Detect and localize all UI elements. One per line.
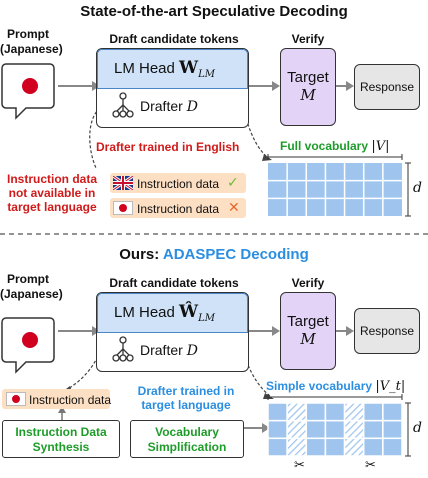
simplification-box: Vocabulary Simplification	[130, 420, 244, 458]
bottom-draft-header: Draft candidate tokens	[109, 276, 239, 290]
top-prompt-label: Prompt (Japanese)	[0, 27, 63, 56]
bottom-drafter-note: Drafter trained in target language	[137, 384, 235, 412]
bottom-drafter-label: Drafter D	[140, 342, 198, 359]
top-not-available-note: Instruction data not available in target…	[6, 172, 97, 214]
pruned-vocab-cell	[286, 437, 308, 457]
bottom-prompt-label: Prompt (Japanese)	[0, 272, 63, 301]
cross-icon: ✕	[228, 199, 240, 215]
bottom-title: Ours: ADASPEC Decoding	[119, 246, 309, 263]
vocab-cell	[324, 402, 346, 422]
jp-flag-icon	[113, 201, 133, 215]
vocab-cell	[382, 419, 403, 440]
bottom-instr-label: Instruction data	[29, 393, 112, 407]
vocab-cell	[267, 437, 288, 457]
top-lm-head-label: LM Head WLM	[114, 58, 216, 80]
scissor-icon: ✂	[294, 457, 305, 472]
vocab-cell	[362, 419, 384, 440]
drafter-network-icon	[112, 92, 134, 120]
pruned-vocab-cell	[343, 419, 365, 440]
pruned-vocab-cell	[343, 402, 365, 422]
vocab-cell	[362, 402, 384, 422]
vocab-cell	[362, 437, 384, 457]
speech-bubble-icon	[1, 63, 55, 120]
bottom-lm-head-label: LM Head ŴLM	[114, 302, 216, 324]
top-target-box: Target M	[280, 48, 336, 126]
vocab-cell	[267, 419, 288, 440]
top-instr-en-label: Instruction data	[137, 177, 220, 191]
bottom-vocab-label: Simple vocabulary |V_t|	[266, 379, 406, 394]
bottom-response-box: Response	[354, 308, 420, 354]
top-instr-en	[110, 173, 246, 193]
bottom-target-box: Target M	[280, 292, 336, 370]
vocab-cell	[305, 419, 327, 440]
vocab-cell	[382, 402, 403, 422]
top-instr-jp-label: Instruction data	[137, 202, 220, 216]
vocab-cell	[267, 402, 288, 422]
pruned-vocab-cell	[343, 437, 365, 457]
top-title: State-of-the-art Speculative Decoding	[80, 3, 348, 20]
check-icon: ✓	[227, 174, 239, 190]
vocab-cell	[324, 437, 346, 457]
top-instr-jp	[110, 198, 246, 218]
speech-bubble-icon-2	[1, 317, 55, 374]
top-d-label: d	[413, 180, 422, 196]
top-vocab-grid	[268, 163, 402, 216]
jp-flag-icon-2	[6, 392, 26, 406]
pruned-vocab-cell	[286, 402, 308, 422]
pruned-vocab-cell	[286, 419, 308, 440]
japan-flag-icon	[22, 78, 38, 94]
top-vocab-label: Full vocabulary |V|	[280, 139, 390, 154]
top-response-box: Response	[354, 64, 420, 110]
bottom-verify-header: Verify	[291, 276, 325, 290]
drafter-network-icon-2	[112, 336, 134, 364]
vocab-cell	[305, 437, 327, 457]
japan-flag-icon-2	[22, 332, 38, 348]
synthesis-box: Instruction Data Synthesis	[2, 420, 120, 458]
uk-flag-icon	[113, 176, 133, 190]
top-draft-header: Draft candidate tokens	[109, 32, 239, 46]
vocab-cell	[324, 419, 346, 440]
vocab-cell	[382, 437, 403, 457]
bottom-instr-jp	[2, 389, 110, 409]
scissor-icon-2: ✂	[365, 457, 376, 472]
top-drafter-note: Drafter trained in English	[96, 140, 240, 154]
top-drafter-label: Drafter D	[140, 98, 198, 115]
bottom-lm-head-box	[97, 293, 248, 333]
vocab-cell	[305, 402, 327, 422]
top-verify-header: Verify	[291, 32, 325, 46]
top-lm-head-box	[97, 49, 248, 89]
bottom-d-label: d	[413, 420, 422, 436]
